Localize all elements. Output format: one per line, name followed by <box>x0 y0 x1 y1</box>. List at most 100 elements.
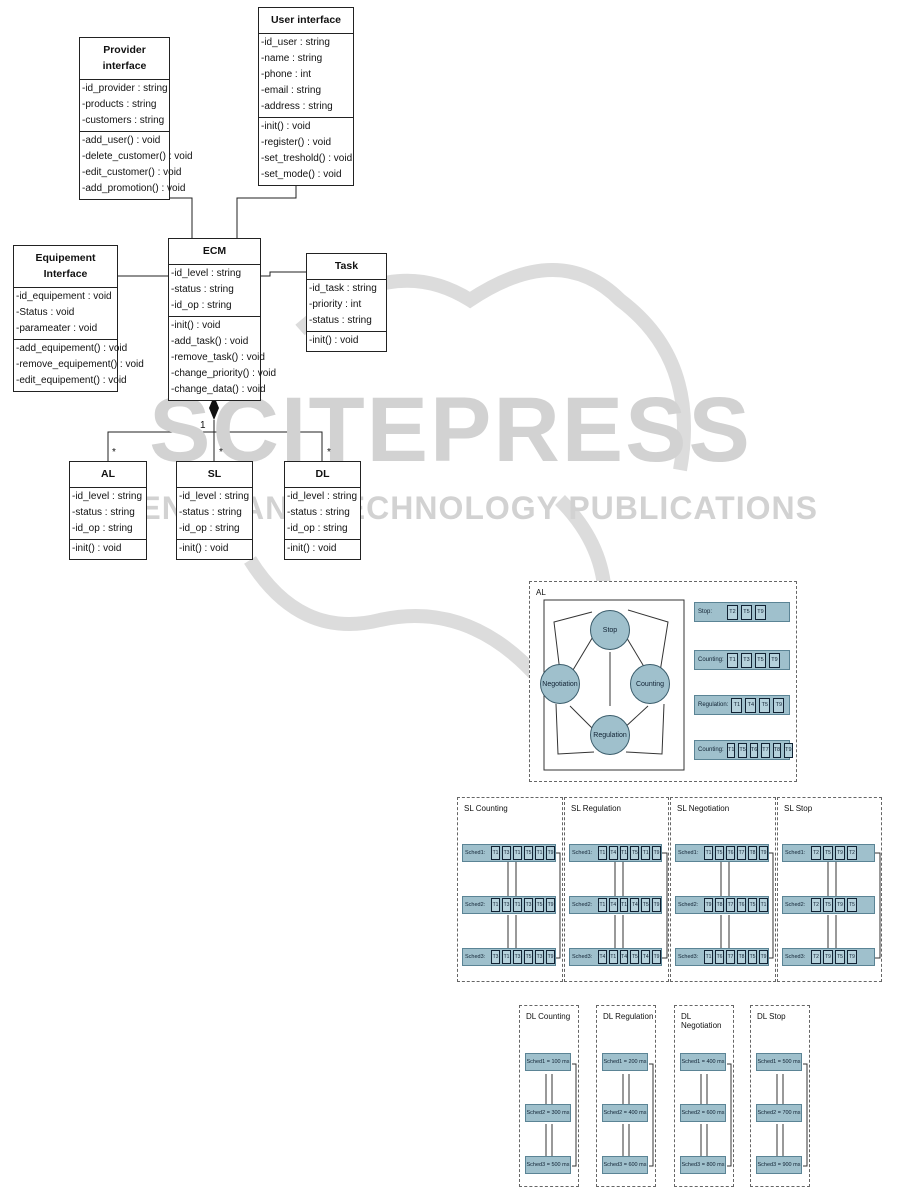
class-attributes: -id_provider : string-products : string-… <box>80 80 169 131</box>
task-chip: T3 <box>535 950 544 964</box>
class-ecm: ECM-id_level : string-status : string-id… <box>168 238 277 401</box>
class-method: -init() : void <box>72 543 122 554</box>
sched-label: Sched1: <box>572 850 593 856</box>
task-chip: T9 <box>652 898 661 912</box>
class-title: Provider interface <box>80 38 169 80</box>
class-attribute: -status : string <box>171 284 234 295</box>
class-method: -remove_task() : void <box>171 352 265 363</box>
class-method: -edit_equipement() : void <box>16 375 127 386</box>
sl-panel-title: SL Negotiation <box>677 804 730 813</box>
multiplicity-al: * <box>112 447 116 458</box>
class-method: -remove_equipement() : void <box>16 359 144 370</box>
task-chip: T1 <box>491 846 500 860</box>
dl-sched-bar: Sched3 = 600 ms <box>602 1156 648 1174</box>
dl-panel-title: DL Regulation <box>603 1012 654 1021</box>
task-chip: T1 <box>491 898 500 912</box>
task-chip: T1 <box>731 697 743 713</box>
al-bar-label: Regulation: <box>698 702 729 708</box>
task-chip: T5 <box>524 950 533 964</box>
sl-arrows <box>827 852 881 959</box>
task-chip: T9 <box>835 898 845 912</box>
dl-sched-bar: Sched3 = 900 ms <box>756 1156 802 1174</box>
dl-arrows <box>700 1063 732 1167</box>
task-chip: T5 <box>524 846 533 860</box>
task-chip: T5 <box>748 950 757 964</box>
class-method: -add_user() : void <box>82 135 161 146</box>
task-chip: T8 <box>748 846 757 860</box>
sl-arrows <box>507 852 561 959</box>
class-method: -init() : void <box>171 320 221 331</box>
task-chip: T7 <box>737 846 746 860</box>
class-attributes: -id_level : string-status : string-id_op… <box>177 488 252 539</box>
task-chip: T3 <box>513 950 522 964</box>
class-method: -init() : void <box>179 543 229 554</box>
task-chip: T8 <box>772 742 782 758</box>
task-chip: T1 <box>513 898 522 912</box>
class-method: -init() : void <box>309 335 359 346</box>
dl-sched-bar: Sched2 = 600 ms <box>680 1104 726 1122</box>
sl-arrows <box>720 852 774 959</box>
composition-diamond <box>209 396 219 420</box>
task-chip: T3 <box>502 898 511 912</box>
class-title: Task <box>307 254 386 280</box>
task-chip: T5 <box>847 898 857 912</box>
class-attribute: -id_equipement : void <box>16 291 112 302</box>
task-chip: T1 <box>535 846 544 860</box>
task-chip: T5 <box>835 950 845 964</box>
state-counting: Counting <box>630 664 670 704</box>
al-panel: AL Stop Negotiation Counting Regulation … <box>529 581 797 782</box>
class-title: ECM <box>169 239 260 265</box>
al-bar-label: Stop: <box>698 609 713 615</box>
class-methods: -init() : void <box>70 539 146 559</box>
task-chip: T9 <box>835 846 845 860</box>
class-attribute: -id_provider : string <box>82 83 168 94</box>
task-chip: T5 <box>738 742 747 758</box>
class-method: -add_promotion() : void <box>82 183 186 194</box>
class-method: -add_equipement() : void <box>16 343 128 354</box>
task-chip: T6 <box>749 742 759 758</box>
dl-sched-bar: Sched3 = 800 ms <box>680 1156 726 1174</box>
class-sl: SL-id_level : string-status : string-id_… <box>176 461 253 560</box>
sched-label: Sched1: <box>678 850 699 856</box>
sl-panel-title: SL Counting <box>464 804 508 813</box>
task-chip: T9 <box>546 898 555 912</box>
class-task: Task-id_task : string-priority : int-sta… <box>306 253 387 352</box>
al-panel-title: AL <box>536 588 546 597</box>
class-provider-interface: Provider interface-id_provider : string-… <box>79 37 193 200</box>
class-attributes: -id_user : string-name : string-phone : … <box>259 34 353 117</box>
task-chip: T3 <box>502 846 511 860</box>
task-chip: T1 <box>759 898 768 912</box>
task-chip: T5 <box>630 846 640 860</box>
task-chip: T4 <box>608 898 618 912</box>
task-chip: T9 <box>847 950 857 964</box>
class-method: -change_priority() : void <box>171 368 277 379</box>
task-chip: T5 <box>641 898 651 912</box>
class-method: -delete_customer() : void <box>82 151 193 162</box>
task-chip: T5 <box>755 652 766 668</box>
dl-sched-bar: Sched2 = 300 ms <box>525 1104 571 1122</box>
task-chip: T4 <box>630 898 640 912</box>
task-chip: T2 <box>811 898 821 912</box>
task-chip: T4 <box>641 950 651 964</box>
class-attribute: -customers : string <box>82 115 165 126</box>
class-attributes: -id_equipement : void-Status : void-para… <box>14 288 117 339</box>
sched-label: Sched2: <box>785 902 806 908</box>
multiplicity-one: 1 <box>200 420 206 431</box>
class-method: -change_data() : void <box>171 384 266 395</box>
class-attribute: -id_op : string <box>72 523 133 534</box>
task-chip: T9 <box>769 652 780 668</box>
task-chip: T5 <box>823 898 833 912</box>
class-attributes: -id_level : string-status : string-id_op… <box>169 265 260 316</box>
class-equipement-interface: Equipement Interface-id_equipement : voi… <box>13 245 144 392</box>
task-chip: T2 <box>727 604 738 620</box>
